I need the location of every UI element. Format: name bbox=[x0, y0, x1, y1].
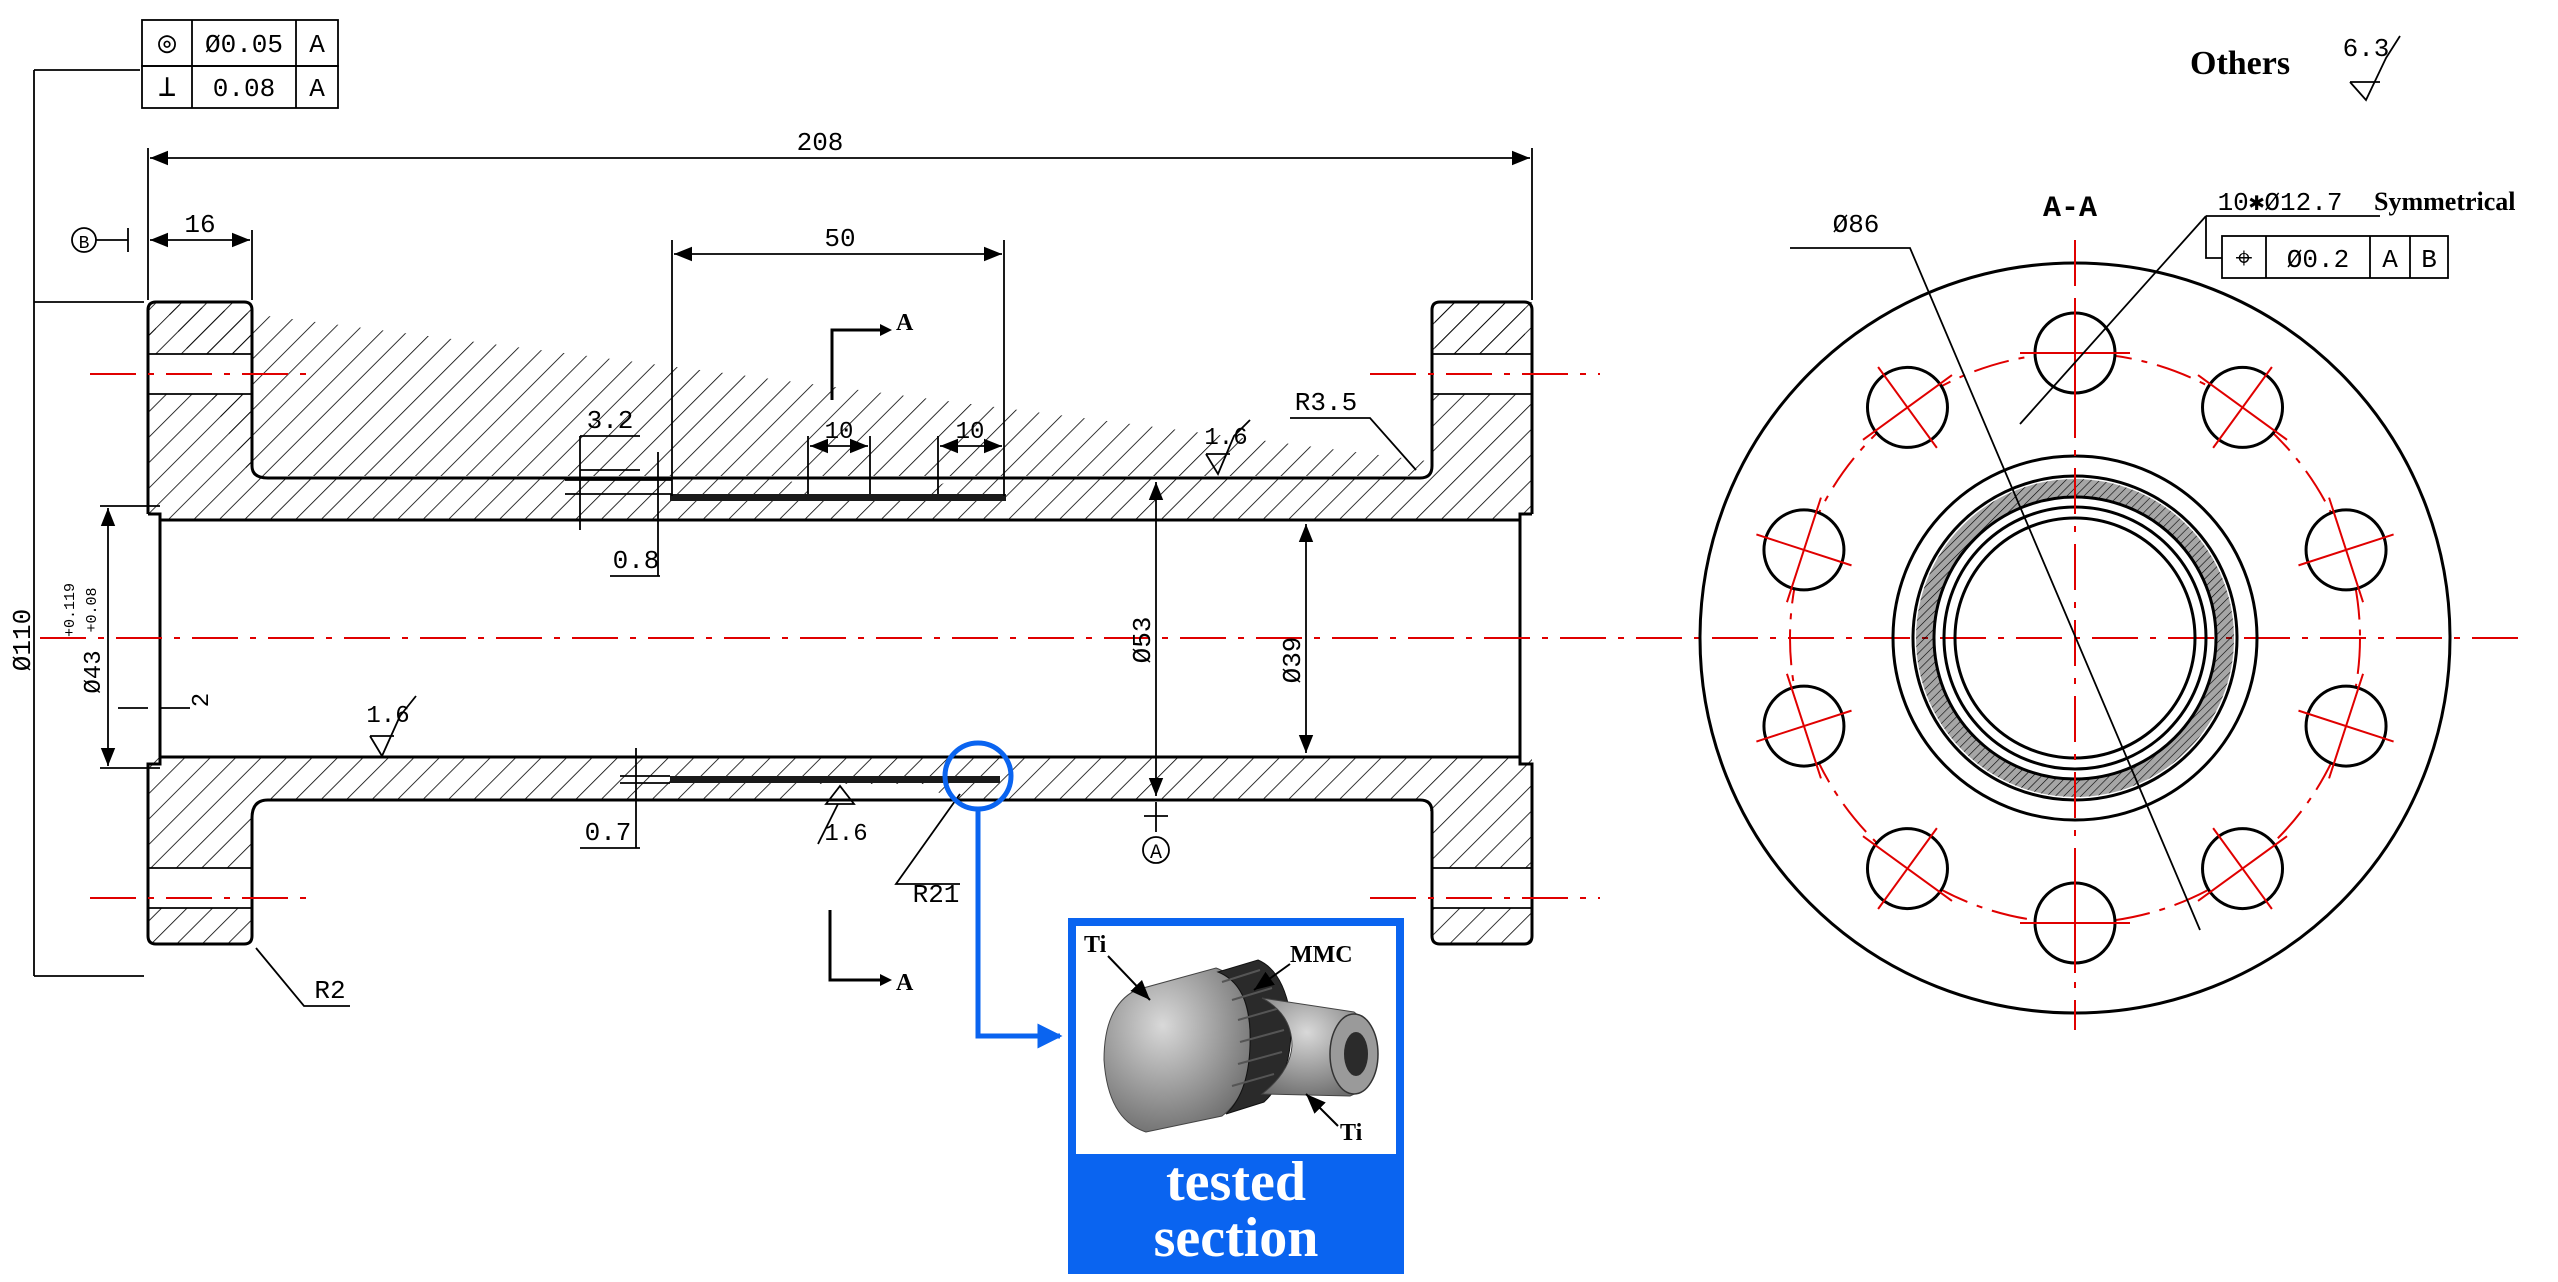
svg-text:0.08: 0.08 bbox=[213, 74, 275, 104]
section-mark-bottom: A bbox=[896, 970, 914, 996]
dim-bore-tol-lower: +0.08 bbox=[84, 587, 101, 632]
svg-text:A: A bbox=[309, 74, 325, 104]
gdt-frame-top: ◎ Ø0.05 A ⊥ 0.08 A bbox=[141, 19, 339, 109]
dim-radius-flange: R2 bbox=[314, 976, 345, 1006]
bolt-hole-centerline bbox=[1756, 709, 1852, 743]
roughness-bottom: 1.6 bbox=[817, 784, 868, 848]
dim-radius-inner: R3.5 bbox=[1295, 388, 1357, 418]
label-ti-outer: Ti bbox=[1084, 932, 1107, 958]
callout-title-line1: tested bbox=[1166, 1151, 1306, 1213]
dim-bore-tol-upper: +0.119 bbox=[62, 583, 79, 637]
svg-text:1.6: 1.6 bbox=[366, 703, 409, 730]
bolt-hole-centerline bbox=[2212, 366, 2273, 449]
mmc-layer-bottom bbox=[670, 776, 1000, 783]
dim-thickness-top: 3.2 bbox=[587, 406, 634, 436]
section-view-aa: A-A Ø86 10✱Ø12.7 Symmetrical ⌖ Ø0.2 A B bbox=[1698, 187, 2516, 1030]
svg-text:Others: Others bbox=[2190, 45, 2290, 82]
hole-spec: 10✱Ø12.7 bbox=[2218, 188, 2343, 218]
dim-pcd: Ø86 bbox=[1833, 210, 1880, 240]
bolt-hole-centerline bbox=[2212, 827, 2273, 910]
svg-text:Ø0.2: Ø0.2 bbox=[2287, 245, 2349, 275]
bolt-hole-centerline bbox=[2298, 709, 2394, 743]
bolt-hole-centerline bbox=[1877, 366, 1938, 449]
dim-diameter-53: Ø53 bbox=[1128, 617, 1158, 664]
callout-title-line2: section bbox=[1154, 1207, 1319, 1269]
dim-overall-length: 208 bbox=[797, 128, 844, 158]
dim-outer-diameter: Ø110 bbox=[8, 609, 38, 671]
section-mark-top: A bbox=[896, 310, 914, 336]
roughness-left: 1.6 bbox=[366, 695, 417, 758]
surface-finish-others: Others 6.3 bbox=[2190, 34, 2401, 102]
svg-text:A: A bbox=[309, 30, 325, 60]
svg-text:⌖: ⌖ bbox=[2236, 244, 2253, 278]
section-title: A-A bbox=[2043, 192, 2097, 226]
bolt-hole-centerline bbox=[1877, 827, 1938, 910]
dim-window-end-2: 10 bbox=[956, 419, 985, 446]
svg-text:1.6: 1.6 bbox=[1204, 425, 1247, 452]
svg-text:Ø0.05: Ø0.05 bbox=[205, 30, 283, 60]
layered-tube-illustration bbox=[1103, 959, 1379, 1133]
svg-text:A: A bbox=[2382, 245, 2398, 275]
front-view: 208 16 B 50 10 10 A A 3.2 bbox=[8, 69, 2530, 1007]
top-wall-section bbox=[148, 302, 1525, 476]
dim-bore-step: 2 bbox=[189, 693, 216, 707]
part-outline bbox=[146, 300, 1534, 946]
tested-section-callout: Ti MMC Ti tested section bbox=[942, 740, 1404, 1274]
dim-flange-width: 16 bbox=[184, 210, 215, 240]
dim-offset-top: 0.8 bbox=[613, 546, 660, 576]
dim-window-length: 50 bbox=[824, 224, 855, 254]
datum-a-label: A bbox=[1150, 842, 1162, 865]
highlight-circle bbox=[942, 740, 1014, 812]
svg-text:⊥: ⊥ bbox=[158, 72, 176, 106]
label-ti-inner: Ti bbox=[1340, 1120, 1363, 1146]
svg-text:1.6: 1.6 bbox=[824, 821, 867, 848]
label-mmc: MMC bbox=[1290, 942, 1353, 968]
bolt-hole-centerline bbox=[2298, 533, 2394, 567]
dim-window-end-1: 10 bbox=[825, 419, 854, 446]
roughness-top: 1.6 bbox=[1204, 419, 1251, 476]
dim-radius-window: R21 bbox=[913, 880, 960, 910]
svg-text:6.3: 6.3 bbox=[2343, 34, 2390, 64]
dim-diameter-39: Ø39 bbox=[1278, 637, 1308, 684]
symmetrical-note: Symmetrical bbox=[2374, 187, 2516, 216]
datum-b-label: B bbox=[79, 234, 90, 254]
svg-text:B: B bbox=[2421, 245, 2437, 275]
dim-bore-diameter: Ø43 bbox=[81, 650, 108, 693]
dim-offset-bottom: 0.7 bbox=[585, 818, 632, 848]
bolt-hole-centerline bbox=[1756, 533, 1852, 567]
bolt-holes bbox=[1756, 303, 2394, 973]
mmc-layer-top bbox=[670, 494, 1006, 501]
svg-text:◎: ◎ bbox=[158, 28, 176, 62]
